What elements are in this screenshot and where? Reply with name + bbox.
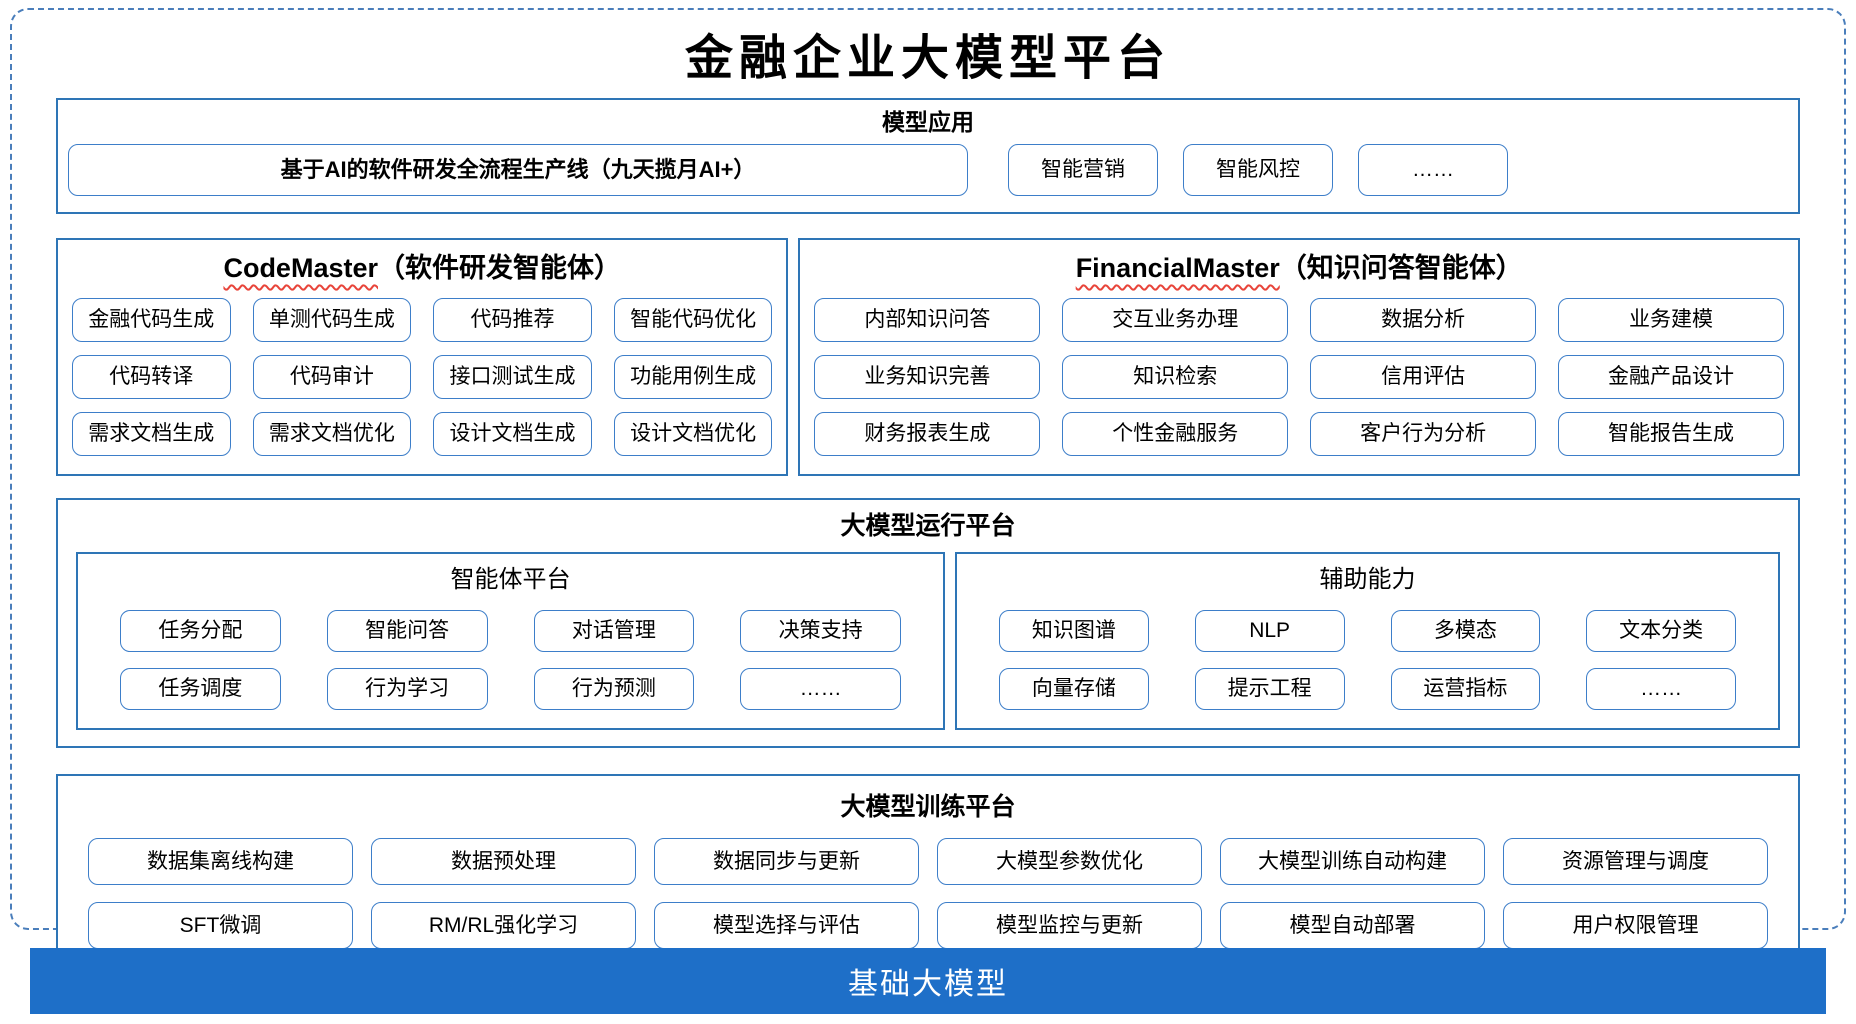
item-box: NLP <box>1194 610 1345 652</box>
codemaster-suffix: （软件研发智能体） <box>378 253 621 283</box>
foundation-model-bar: 基础大模型 <box>30 948 1826 1014</box>
item-box: 模型选择与评估 <box>654 902 919 949</box>
agent-platform-grid: 任务分配 智能问答 对话管理 决策支持任务调度 行为学习 行为预测 …… <box>120 610 902 710</box>
runtime-platform-row: 智能体平台 任务分配 智能问答 对话管理 决策支持任务调度 行为学习 行为预测 …… 辅助能… <box>76 552 1780 730</box>
codemaster-name: CodeMaster <box>223 253 378 283</box>
item-box: 文本分类 <box>1586 610 1736 652</box>
item-box: SFT微调 <box>88 902 353 949</box>
item-box: 行为学习 <box>326 668 488 710</box>
item-box: 智能风控 <box>1183 144 1333 196</box>
item-box: 知识检索 <box>1062 355 1289 399</box>
item-box: …… <box>1586 668 1736 710</box>
item-box: 对话管理 <box>533 610 695 652</box>
financialmaster-header: FinancialMaster（知识问答智能体） <box>814 248 1784 288</box>
item-box: 个性金融服务 <box>1062 412 1289 456</box>
item-box: 大模型参数优化 <box>937 838 1202 885</box>
financialmaster-capabilities-grid: 内部知识问答交互业务办理数据分析业务建模业务知识完善知识检索信用评估金融产品设计… <box>814 298 1784 456</box>
item-box: 运营指标 <box>1390 668 1541 710</box>
section-codemaster: CodeMaster（软件研发智能体） 金融代码生成单测代码生成代码推荐智能代码… <box>56 238 789 476</box>
model-applications-list: 智能营销智能风控 …… <box>1008 144 1508 196</box>
codemaster-header: CodeMaster（软件研发智能体） <box>72 248 772 288</box>
item-box: 数据同步与更新 <box>654 838 919 885</box>
item-box: 模型监控与更新 <box>937 902 1202 949</box>
item-box: 接口测试生成 <box>433 355 592 399</box>
item-box: 决策支持 <box>740 610 902 652</box>
platform-outer-frame: 金融企业大模型平台 模型应用 基于AI的软件研发全流程生产线（九天揽月AI+） … <box>10 8 1846 973</box>
item-box: 设计文档生成 <box>433 412 592 456</box>
item-box: 客户行为分析 <box>1310 412 1537 456</box>
item-box: 内部知识问答 <box>814 298 1041 342</box>
item-box: 功能用例生成 <box>613 355 773 399</box>
runtime-platform-header: 大模型运行平台 <box>840 512 1016 540</box>
page-title: 金融企业大模型平台 <box>684 30 1171 86</box>
auxiliary-capabilities-grid: 知识图谱 NLP 多模态 文本分类向量存储 提示工程 运营指标 …… <box>999 610 1736 710</box>
item-box: 模型自动部署 <box>1220 902 1485 949</box>
section-financialmaster: FinancialMaster（知识问答智能体） 内部知识问答交互业务办理数据分… <box>798 238 1800 476</box>
item-box: …… <box>1358 144 1508 196</box>
item-box: 智能代码优化 <box>613 298 773 342</box>
subsection-auxiliary-capabilities: 辅助能力 知识图谱 NLP 多模态 文本分类向量存储 提示工程 运营指标 …… <box>955 552 1780 730</box>
financialmaster-name: FinancialMaster <box>1075 253 1280 283</box>
item-box: 多模态 <box>1390 610 1541 652</box>
section-runtime-platform: 大模型运行平台 智能体平台 任务分配 智能问答 对话管理 决策支持任务调度 行为学习 行为… <box>56 498 1800 748</box>
item-box: 代码转译 <box>72 355 231 399</box>
item-box: 行为预测 <box>533 668 695 710</box>
item-box: 任务调度 <box>120 668 281 710</box>
subsection-agent-platform: 智能体平台 任务分配 智能问答 对话管理 决策支持任务调度 行为学习 行为预测 …… <box>76 552 946 730</box>
item-box: 知识图谱 <box>999 610 1149 652</box>
item-box: 提示工程 <box>1194 668 1345 710</box>
auxiliary-capabilities-header: 辅助能力 <box>1319 566 1416 593</box>
item-box: 金融产品设计 <box>1558 355 1784 399</box>
item-box: 交互业务办理 <box>1062 298 1289 342</box>
item-box: 资源管理与调度 <box>1503 838 1768 885</box>
agent-masters-row: CodeMaster（软件研发智能体） 金融代码生成单测代码生成代码推荐智能代码… <box>56 238 1800 476</box>
item-box: 单测代码生成 <box>252 298 412 342</box>
item-box: 智能营销 <box>1008 144 1158 196</box>
training-platform-grid: 数据集离线构建数据预处理数据同步与更新大模型参数优化大模型训练自动构建资源管理与… <box>88 838 1768 949</box>
item-box: 业务建模 <box>1558 298 1784 342</box>
item-box: 代码推荐 <box>433 298 592 342</box>
item-box: 智能报告生成 <box>1558 412 1784 456</box>
item-box: 代码审计 <box>252 355 412 399</box>
model-applications-header: 模型应用 <box>882 109 974 135</box>
item-box: 向量存储 <box>999 668 1149 710</box>
agent-platform-header: 智能体平台 <box>450 566 571 593</box>
item-box: 信用评估 <box>1310 355 1537 399</box>
item-box: RM/RL强化学习 <box>371 902 636 949</box>
item-box: 需求文档优化 <box>252 412 412 456</box>
item-box: …… <box>740 668 902 710</box>
model-applications-row: 基于AI的软件研发全流程生产线（九天揽月AI+） 智能营销智能风控 …… <box>68 144 1788 196</box>
training-platform-header: 大模型训练平台 <box>840 793 1016 821</box>
item-box: 财务报表生成 <box>814 412 1041 456</box>
item-box: 金融代码生成 <box>72 298 231 342</box>
section-training-platform: 大模型训练平台 数据集离线构建数据预处理数据同步与更新大模型参数优化大模型训练自… <box>56 774 1800 973</box>
item-box: 数据预处理 <box>371 838 636 885</box>
item-box: 设计文档优化 <box>613 412 773 456</box>
item-box: 任务分配 <box>120 610 281 652</box>
item-box: 数据分析 <box>1310 298 1537 342</box>
item-box: 大模型训练自动构建 <box>1220 838 1485 885</box>
item-box: 业务知识完善 <box>814 355 1041 399</box>
codemaster-capabilities-grid: 金融代码生成单测代码生成代码推荐智能代码优化代码转译代码审计接口测试生成功能用例… <box>72 298 773 456</box>
item-box: 用户权限管理 <box>1503 902 1768 949</box>
app-pipeline-box: 基于AI的软件研发全流程生产线（九天揽月AI+） <box>68 144 968 196</box>
item-box: 数据集离线构建 <box>88 838 353 885</box>
item-box: 智能问答 <box>326 610 488 652</box>
item-box: 需求文档生成 <box>72 412 231 456</box>
financialmaster-suffix: （知识问答智能体） <box>1279 253 1523 283</box>
section-model-applications: 模型应用 基于AI的软件研发全流程生产线（九天揽月AI+） 智能营销智能风控 …… <box>56 98 1800 214</box>
